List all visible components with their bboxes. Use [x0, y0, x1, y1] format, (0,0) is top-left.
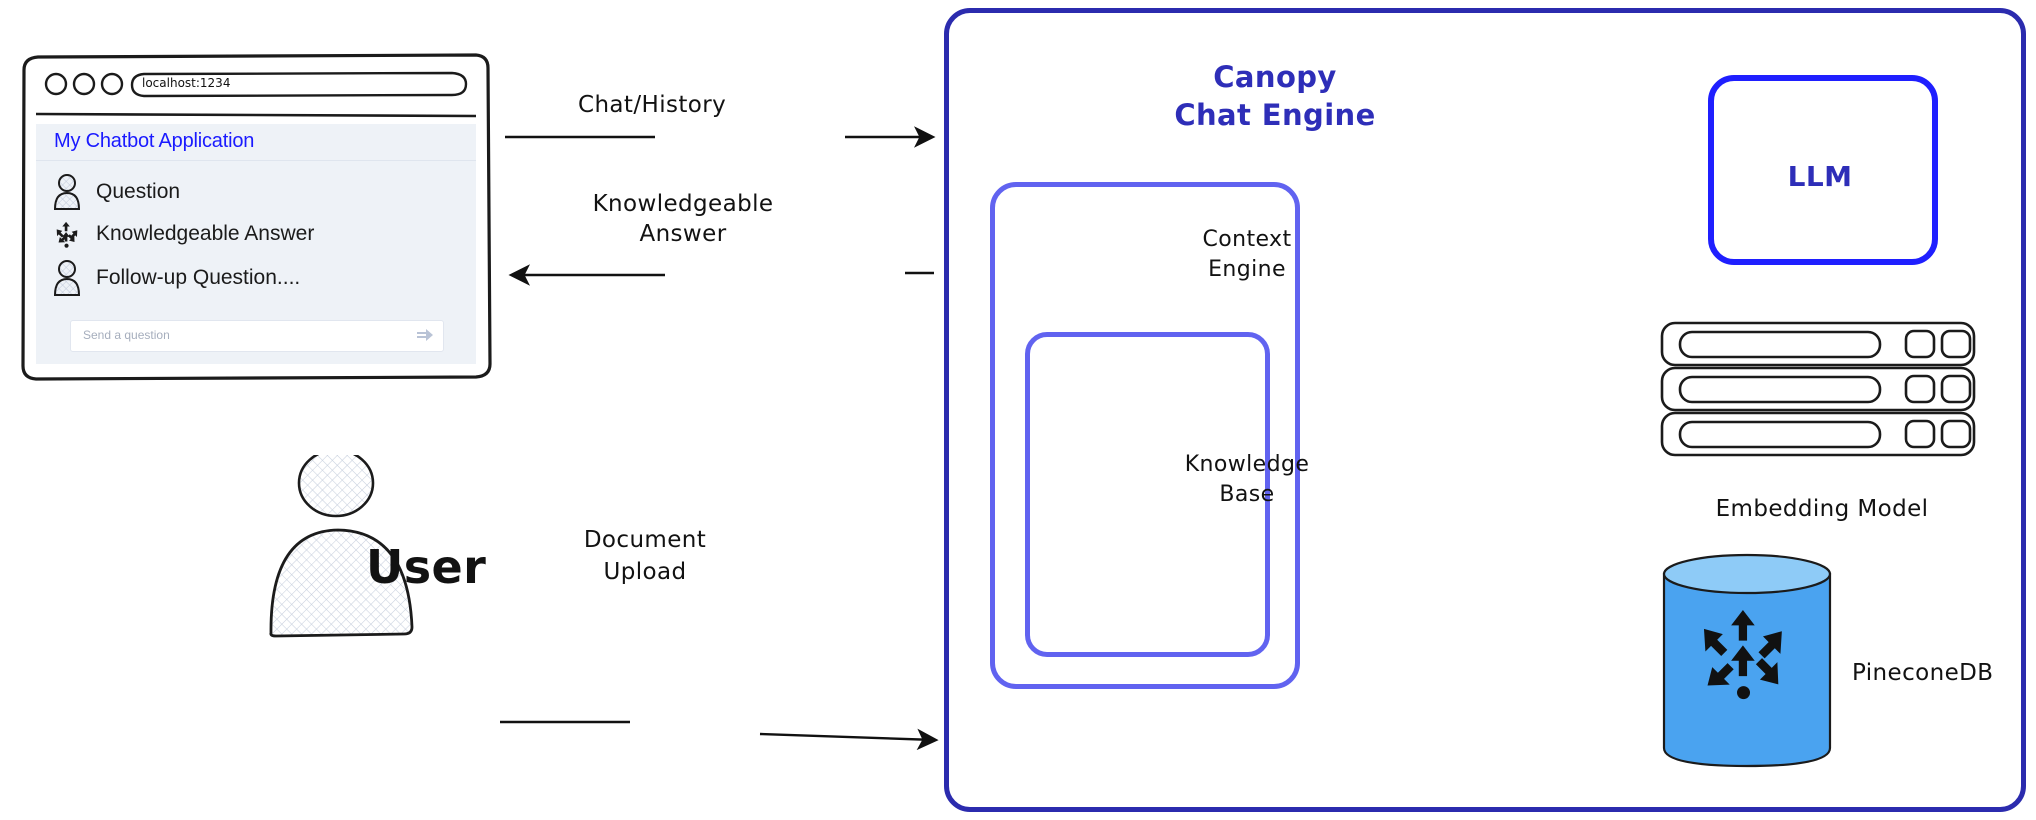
title-line2: Engine — [1208, 257, 1286, 282]
flow-label-line1: Knowledgeable — [592, 191, 774, 217]
user-figure-icon — [297, 455, 375, 518]
actor-label-user: User — [366, 540, 487, 594]
chat-message-answer: Knowledgeable Answer — [52, 216, 314, 252]
traffic-light-maximize — [100, 72, 124, 96]
chat-panel: My Chatbot Application Question — [36, 124, 476, 364]
user-figure-body-icon — [269, 528, 414, 638]
chat-input-field[interactable]: Send a question — [70, 320, 444, 352]
flow-label-line2: Answer — [639, 221, 727, 247]
traffic-light-close — [44, 72, 68, 96]
knowledge-base-title: Knowledge Base — [1147, 450, 1347, 510]
browser-window: localhost:1234 My Chatbot Application Qu… — [14, 52, 496, 382]
canopy-chat-engine-title: Canopy Chat Engine — [1145, 58, 1405, 134]
toolbar-divider — [35, 112, 477, 118]
send-arrow-icon[interactable] — [417, 328, 433, 342]
llm-label: LLM — [1787, 160, 1853, 193]
context-engine-title: Context Engine — [1147, 225, 1347, 285]
chat-message-text: Follow-up Question.... — [96, 266, 301, 289]
title-line1: Knowledge — [1184, 452, 1310, 477]
connector-document-upload-right — [759, 728, 939, 751]
user-avatar-icon — [53, 174, 81, 210]
vector-db-label: PineconeDB — [1852, 660, 1994, 686]
embedding-model-label: Embedding Model — [1715, 496, 1929, 522]
address-bar-url[interactable]: localhost:1234 — [142, 76, 231, 90]
chat-message-text: Knowledgeable Answer — [96, 222, 315, 245]
title-line1: Canopy — [1213, 60, 1337, 94]
chat-message-followup: Follow-up Question.... — [52, 260, 300, 296]
app-title: My Chatbot Application — [54, 130, 255, 152]
chat-input-placeholder: Send a question — [83, 328, 170, 342]
pinecone-logo-icon — [56, 221, 78, 248]
flow-label-knowledgeable-answer: Knowledgeable Answer — [588, 189, 778, 249]
chat-message-question: Question — [52, 174, 180, 210]
flow-label-line2: Upload — [603, 559, 687, 585]
flow-label-document-upload: Document Upload — [560, 524, 730, 588]
traffic-light-minimize — [72, 72, 96, 96]
flow-label-line1: Document — [583, 527, 707, 553]
database-cylinder-icon — [1662, 553, 1832, 768]
app-title-divider — [36, 160, 476, 161]
server-rack-icon — [1660, 321, 1976, 457]
llm-box — [1708, 75, 1938, 265]
title-line1: Context — [1202, 227, 1292, 252]
title-line2: Base — [1219, 482, 1275, 507]
flow-label-chat-history: Chat/History — [578, 92, 727, 118]
knowledge-base-box — [1025, 332, 1270, 657]
title-line2: Chat Engine — [1174, 98, 1376, 132]
chat-message-text: Question — [96, 180, 181, 203]
address-bar-outline — [130, 71, 468, 98]
user-avatar-icon — [53, 260, 81, 296]
